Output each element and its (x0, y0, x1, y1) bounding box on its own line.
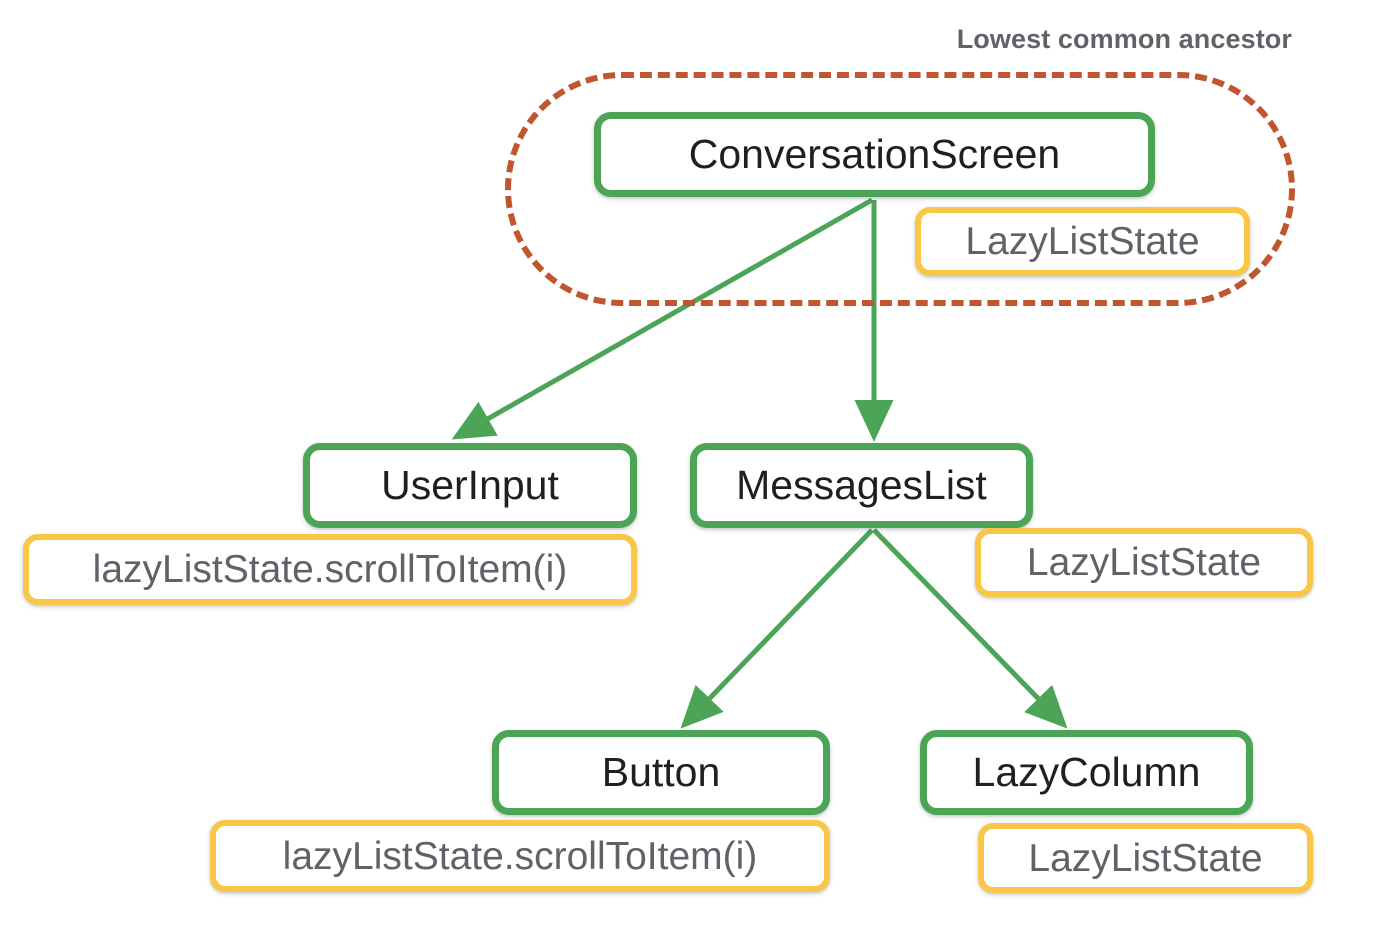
node-messages-list-label: MessagesList (736, 462, 987, 508)
node-button-label: Button (601, 749, 721, 795)
badge-button-scroll-call[interactable]: lazyListState.scrollToItem(i) (210, 820, 830, 892)
node-conversation-screen-label: ConversationScreen (688, 131, 1061, 177)
node-button[interactable]: Button (492, 730, 830, 815)
lowest-common-ancestor-region (505, 72, 1295, 306)
node-conversation-screen[interactable]: ConversationScreen (594, 112, 1155, 197)
badge-user-input-scroll-call[interactable]: lazyListState.scrollToItem(i) (23, 534, 637, 605)
node-lazy-column[interactable]: LazyColumn (920, 730, 1253, 815)
edge-messageslist-to-button (680, 528, 874, 729)
node-lazy-column-label: LazyColumn (972, 749, 1201, 795)
badge-lazy-column-state-label: LazyListState (1028, 836, 1263, 880)
badge-messages-list-state[interactable]: LazyListState (975, 528, 1313, 597)
badge-messages-list-state-label: LazyListState (1026, 541, 1262, 584)
badge-user-input-scroll-call-label: lazyListState.scrollToItem(i) (92, 548, 568, 591)
badge-conversation-screen-state[interactable]: LazyListState (915, 207, 1250, 276)
lowest-common-ancestor-label: Lowest common ancestor (956, 24, 1292, 54)
node-user-input[interactable]: UserInput (303, 443, 637, 528)
node-messages-list[interactable]: MessagesList (690, 443, 1033, 528)
badge-conversation-screen-state-label: LazyListState (965, 220, 1200, 263)
node-user-input-label: UserInput (381, 462, 559, 508)
badge-button-scroll-call-label: lazyListState.scrollToItem(i) (282, 834, 758, 878)
badge-lazy-column-state[interactable]: LazyListState (978, 823, 1313, 893)
